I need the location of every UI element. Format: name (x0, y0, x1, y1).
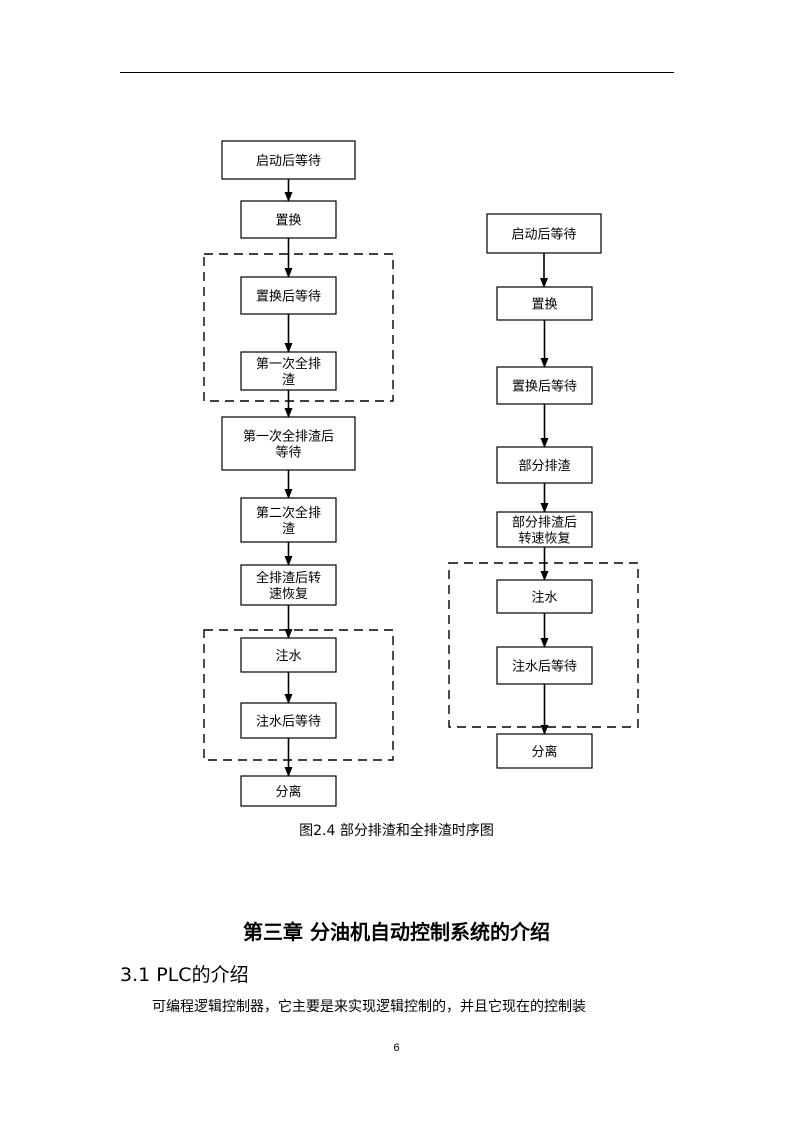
right-step-box (496, 366, 593, 405)
right-step-box (486, 213, 602, 254)
left-step-box (240, 276, 337, 315)
right-step-label: 部分排渣 (518, 459, 570, 474)
left-group-frame-2 (203, 629, 394, 761)
body-paragraph: 可编程逻辑控制器，它主要是来实现逻辑控制的，并且它现在的控制装 (152, 999, 586, 1015)
timing-flowchart: 启动后等待置换置换后等待第一次全排渣第一次全排渣后等待第二次全排渣全排渣后转速恢… (203, 140, 639, 807)
left-step-label: 置换后等待 (256, 289, 321, 305)
left-step-box (240, 200, 337, 239)
left-step-label: 第一次全排渣后等待 (243, 429, 334, 461)
left-step-box (221, 140, 356, 180)
left-step-box (240, 775, 337, 807)
right-group-frame (448, 562, 639, 728)
left-step-box (240, 497, 337, 543)
left-step-label: 第一次全排渣 (256, 356, 321, 388)
left-step-label: 全排渣后转速恢复 (256, 570, 321, 602)
left-step-label: 注水后等待 (256, 714, 321, 730)
right-step-box (496, 511, 593, 548)
left-step-label: 第二次全排渣 (256, 505, 321, 537)
right-step-box (496, 446, 593, 484)
right-step-box (496, 579, 593, 614)
left-step-box (240, 702, 337, 739)
right-step-label: 注水后等待 (512, 659, 577, 675)
figure-caption: 图2.4 部分排渣和全排渣时序图 (299, 823, 494, 839)
page-number: 6 (393, 1042, 400, 1054)
right-step-box (496, 733, 593, 769)
left-step-label: 分离 (275, 784, 301, 800)
right-step-box (496, 286, 593, 321)
left-flow-column: 启动后等待置换置换后等待第一次全排渣第一次全排渣后等待第二次全排渣全排渣后转速恢… (221, 140, 356, 807)
header-rule (120, 72, 674, 73)
right-step-label: 置换后等待 (512, 379, 577, 395)
left-step-box (240, 637, 337, 673)
right-step-label: 注水 (531, 591, 557, 606)
right-step-label: 启动后等待 (511, 227, 576, 243)
left-step-label: 注水 (275, 649, 301, 664)
left-step-box (221, 416, 356, 471)
left-step-label: 置换 (275, 214, 301, 229)
chapter-title: 第三章 分油机自动控制系统的介绍 (243, 920, 550, 944)
right-step-label: 部分排渣后转速恢复 (512, 516, 577, 547)
right-step-label: 置换 (531, 298, 557, 313)
right-step-label: 分离 (531, 744, 557, 760)
left-group-frame-1 (203, 253, 394, 402)
left-step-box (240, 564, 337, 606)
right-step-box (496, 646, 593, 685)
left-step-box (240, 351, 337, 391)
section-title: 3.1 PLC的介绍 (120, 964, 249, 986)
left-step-label: 启动后等待 (256, 153, 321, 169)
